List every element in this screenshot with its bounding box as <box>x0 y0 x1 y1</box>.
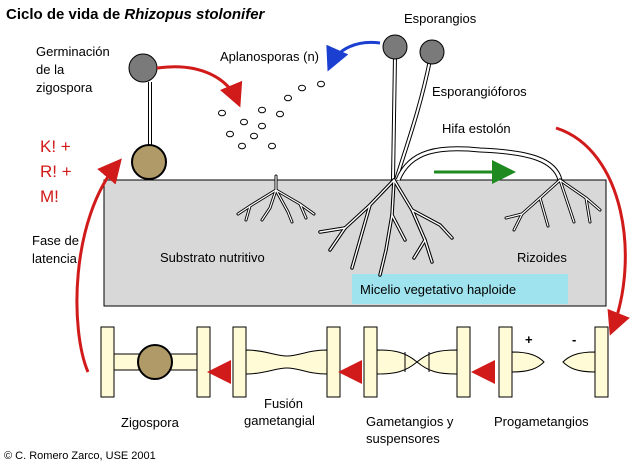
germinating-zygospore <box>128 53 167 180</box>
sporangiophores <box>382 34 445 181</box>
fusion-label-1: Fusión <box>264 396 303 411</box>
reduction-label: R! + <box>40 162 72 181</box>
cycle-arrow-left <box>75 158 122 373</box>
rhizoids-label: Rizoides <box>517 250 567 265</box>
zygospore-icon <box>137 344 173 380</box>
stolon-hypha <box>395 146 563 182</box>
sporangia-label: Esporangios <box>404 11 477 26</box>
zygospore-stage <box>100 326 211 398</box>
diagram-title: Ciclo de vida de Rhizopus stolonifer <box>6 6 266 23</box>
substrate-label: Substrato nutritivo <box>160 250 265 265</box>
progametangia-stage <box>498 326 609 398</box>
fusion-label-2: gametangial <box>244 413 315 428</box>
credit-text: © C. Romero Zarco, USE 2001 <box>4 450 156 462</box>
mycelium-label: Micelio vegetativo haploide <box>360 282 516 297</box>
gametangia-label-2: suspensores <box>366 431 440 446</box>
latency-label-2: latencia <box>32 251 78 266</box>
aplanospores <box>218 80 325 150</box>
karyogamy-label: K! + <box>40 137 71 156</box>
sporangium-icon <box>128 53 158 83</box>
germination-label-3: zigospora <box>36 80 93 95</box>
sporangium-icon <box>382 34 408 60</box>
dispersal-arrow <box>326 40 381 72</box>
progametangia-label: Progametangios <box>494 414 589 429</box>
minus-strain-label: - <box>572 332 576 347</box>
zygospore-stage-label: Zigospora <box>121 415 180 430</box>
aplanospores-label: Aplanosporas (n) <box>220 49 319 64</box>
sporangium-icon <box>419 39 445 65</box>
zygospore-icon <box>131 144 167 180</box>
meiosis-label: M! <box>40 187 59 206</box>
latency-label-1: Fase de <box>32 233 79 248</box>
germination-label-1: Germinación <box>36 44 110 59</box>
plus-strain-label: + <box>525 332 533 347</box>
sporangiophores-label: Esporangióforos <box>432 84 527 99</box>
germination-label-2: de la <box>36 62 65 77</box>
stolon-label: Hifa estolón <box>442 121 511 136</box>
gametangia-stage <box>363 326 471 398</box>
gametangia-label-1: Gametangios y <box>366 414 454 429</box>
mycelium-label-box <box>352 274 568 304</box>
fusion-stage <box>232 326 341 398</box>
release-arrow <box>156 65 243 108</box>
cycle-arrow-right <box>555 126 630 336</box>
